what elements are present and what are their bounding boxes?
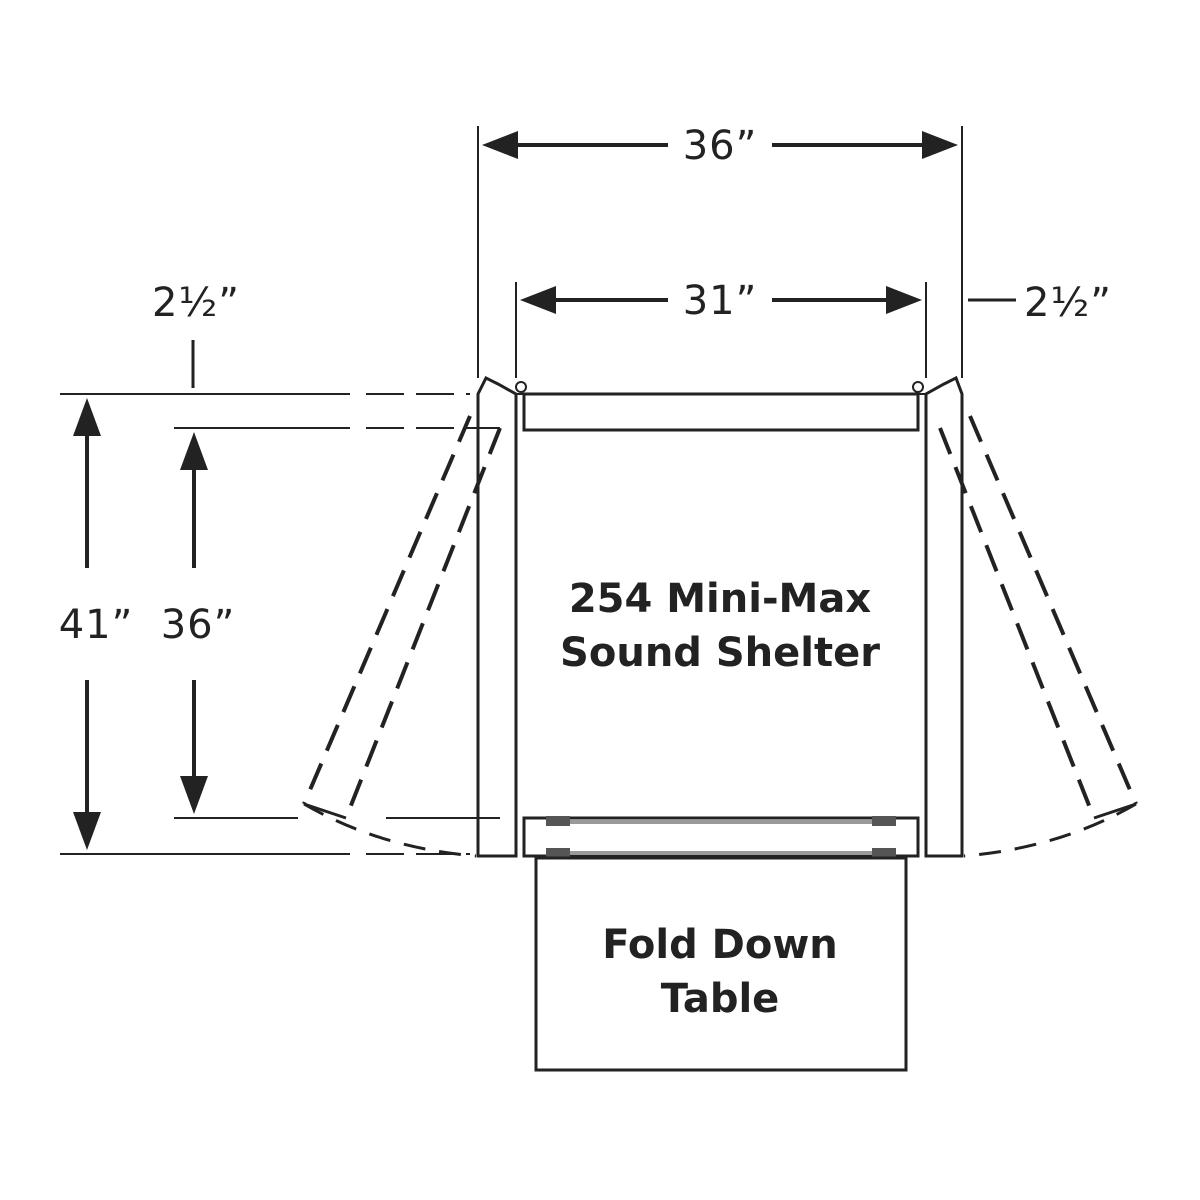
left-door-swing-arc — [303, 802, 477, 858]
left-hinge-pin — [515, 381, 527, 393]
left-door-outer-edge — [302, 415, 472, 805]
outer-depth-arrow-bottom — [73, 812, 101, 850]
right-door-outer-edge — [968, 415, 1138, 805]
inner-width-label: 31” — [683, 278, 758, 324]
inner-depth-dimension: 36” — [161, 432, 236, 814]
rod-clamp-lower-left — [546, 848, 570, 858]
outer-width-dimension: 36” — [477, 123, 963, 378]
fold-down-table: Fold Down Table — [534, 856, 908, 1072]
shelter-name-line1: 254 Mini-Max — [569, 576, 872, 622]
table-label-line1: Fold Down — [602, 922, 838, 968]
outer-width-arrow-right — [922, 131, 958, 159]
shelter-name-line2: Sound Shelter — [560, 630, 880, 676]
outer-depth-dimension: 41” — [59, 398, 134, 850]
outer-width-arrow-left — [482, 131, 518, 159]
table-outline — [534, 856, 908, 1072]
outer-depth-arrow-top — [73, 398, 101, 436]
outer-width-label: 36” — [683, 123, 758, 169]
inner-depth-label: 36” — [161, 602, 236, 648]
left-door-swing — [302, 415, 502, 858]
right-wall-label: 2½” — [1024, 280, 1112, 326]
inner-width-arrow-right — [886, 286, 922, 314]
rod-clamp-lower-right — [872, 848, 896, 858]
right-hinge-pin — [912, 381, 924, 393]
inner-depth-arrow-bottom — [180, 776, 208, 814]
left-wall — [476, 375, 518, 858]
left-door-inner-edge — [344, 427, 502, 819]
rod-clamp-upper-left — [546, 816, 570, 826]
left-wall-label: 2½” — [152, 280, 240, 326]
inner-width-arrow-left — [520, 286, 556, 314]
outer-depth-label: 41” — [59, 602, 134, 648]
right-door-swing — [938, 415, 1138, 858]
inner-width-dimension: 31” — [515, 278, 927, 378]
right-door-inner-edge — [938, 427, 1096, 819]
shelter-body — [476, 375, 964, 858]
right-wall — [924, 375, 964, 858]
table-label-line2: Table — [661, 976, 780, 1022]
rod-clamp-upper-right — [872, 816, 896, 826]
right-door-swing-arc — [963, 802, 1137, 858]
front-bracket — [522, 816, 920, 858]
back-shelf — [522, 392, 920, 432]
inner-depth-arrow-top — [180, 432, 208, 470]
